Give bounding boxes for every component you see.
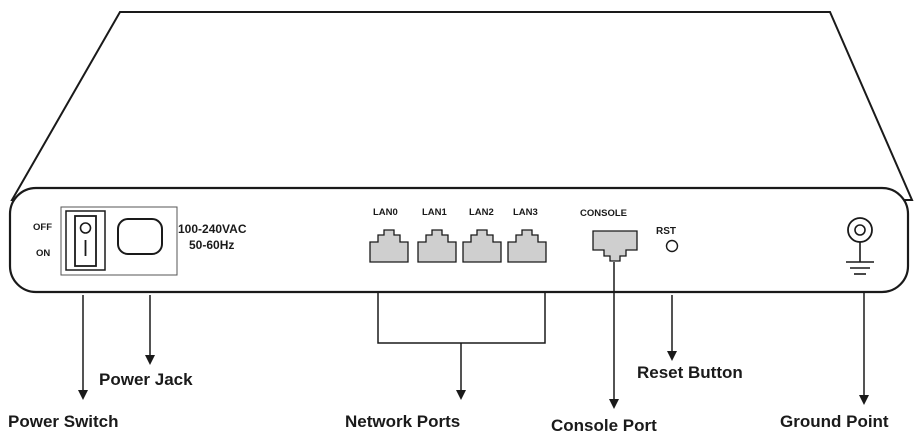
arrowhead-icon (456, 390, 466, 400)
arrowhead-icon (859, 395, 869, 405)
arrowhead-icon (609, 399, 619, 409)
callout-network-ports: Network Ports (345, 412, 460, 431)
device-top-shell (10, 11, 914, 201)
power-jack[interactable] (117, 218, 163, 255)
power-rating-voltage: 100-240VAC (178, 222, 247, 236)
callout-console-port: Console Port (551, 416, 657, 435)
lan-port[interactable] (369, 229, 409, 263)
arrowhead-icon (78, 390, 88, 400)
arrowheads (78, 351, 869, 409)
lan-port-label: LAN1 (422, 207, 448, 218)
lan-port-label: LAN0 (373, 207, 398, 218)
switch-off-label: OFF (33, 222, 52, 233)
callout-power-switch: Power Switch (8, 412, 119, 431)
reset-label: RST (656, 226, 676, 237)
callout-power-jack: Power Jack (99, 370, 193, 389)
lan-port-label: LAN2 (469, 207, 494, 218)
callout-reset-button: Reset Button (637, 363, 743, 382)
power-rating-frequency: 50-60Hz (189, 238, 234, 252)
callout-ground-point: Ground Point (780, 412, 889, 431)
lan-port[interactable] (507, 229, 547, 263)
power-module (60, 206, 178, 276)
ground-symbol-icon (846, 242, 874, 275)
leader-lines (82, 262, 865, 401)
arrowhead-icon (145, 355, 155, 365)
lan-port-label: LAN3 (513, 207, 538, 218)
arrowhead-icon (667, 351, 677, 361)
rear-panel (8, 186, 910, 294)
lan-port[interactable] (417, 229, 457, 263)
console-port[interactable] (592, 230, 638, 262)
ground-terminal-center (854, 224, 866, 236)
network-ports-bracket (377, 293, 546, 344)
console-label: CONSOLE (580, 208, 627, 219)
switch-on-label: ON (36, 248, 50, 259)
lan-port[interactable] (462, 229, 502, 263)
reset-button[interactable] (665, 239, 679, 253)
switch-off-symbol-icon (79, 222, 92, 234)
